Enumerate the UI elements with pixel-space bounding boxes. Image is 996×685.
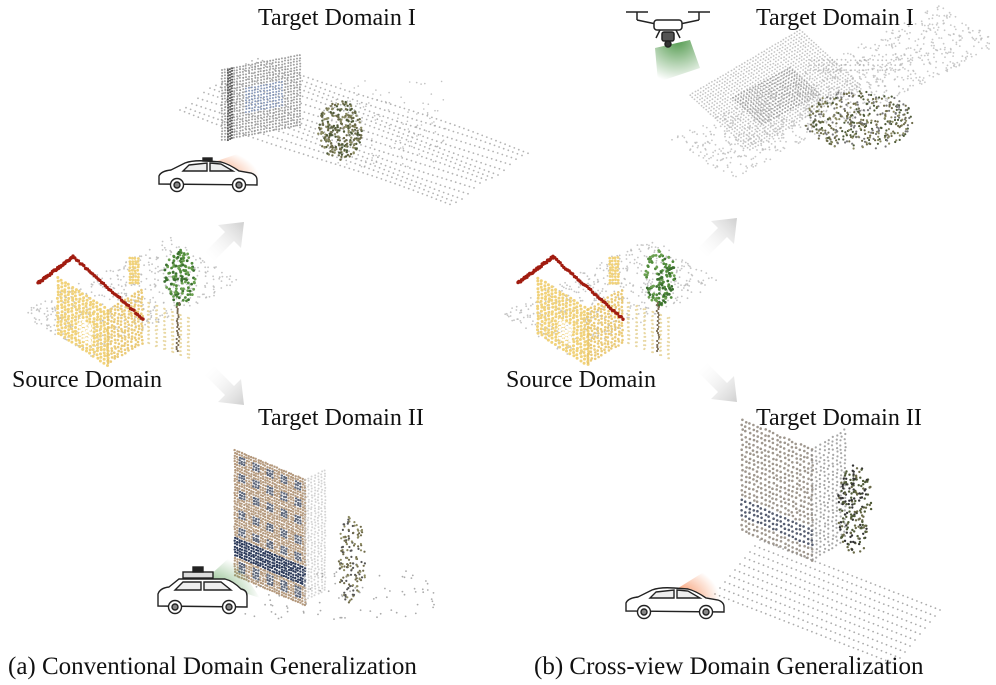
target-domain-1-label-a: Target Domain I [258,5,416,31]
point-clouds [27,5,991,665]
arrow-source-to-target1-b [698,218,737,257]
drone-icon [626,11,710,48]
source-domain-label-b: Source Domain [506,367,656,393]
target-domain-2-label-b: Target Domain II [756,405,922,431]
target2-facade-cloud-a [233,448,435,620]
arrow-source-to-target2-a [205,366,244,405]
target1-street-cloud-a [179,54,529,206]
caption-b: (b) Cross-view Domain Generalization [534,653,924,680]
target2-facade-cloud-b [714,418,941,665]
source-house-cloud-a [27,236,238,367]
arrow-source-to-target1-a [205,222,244,261]
lidar-beam-drone-b [655,40,700,82]
lidar-beam-suv-a [205,555,260,598]
caption-a: (a) Conventional Domain Generalization [8,653,417,680]
target1-aerial-cloud-b [671,5,991,178]
target-domain-1-label-b: Target Domain I [756,5,914,31]
car-icon-b [625,587,725,620]
suv-icon [157,566,248,615]
car-icon [158,157,258,193]
source-house-cloud-b [504,241,717,366]
arrow-source-to-target2-b [698,363,737,402]
source-domain-label-a: Source Domain [12,367,162,393]
target-domain-2-label-a: Target Domain II [258,405,424,431]
